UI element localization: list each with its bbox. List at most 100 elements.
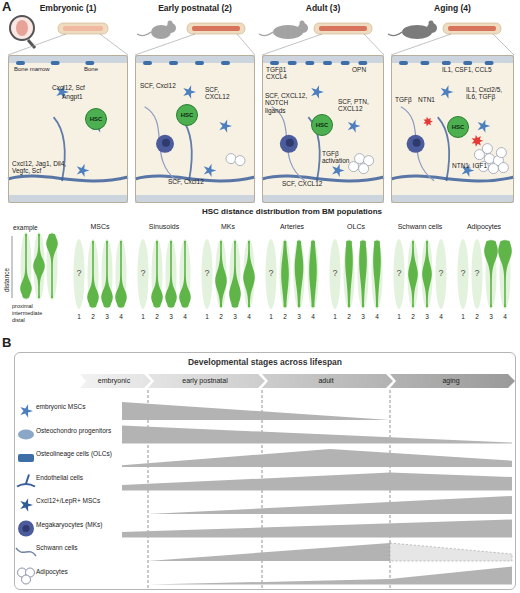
stage-panel: Embryonic (1)HSC <box>8 55 128 203</box>
annotation-text: SCF, Cxcl12 <box>140 82 176 89</box>
annotation-text: SCF, PTN, CXCL12 <box>338 98 382 113</box>
msc-cell <box>441 85 454 98</box>
abundance-shape <box>122 426 512 444</box>
bone-layer <box>262 195 384 203</box>
inflammation-burst <box>472 135 483 147</box>
slot-background <box>422 239 433 309</box>
bone-layer <box>391 195 514 203</box>
msc-cell <box>204 164 217 177</box>
slot-background <box>47 232 58 300</box>
abundance-shape <box>122 520 512 538</box>
marrow-area <box>262 55 384 203</box>
specimen-icon <box>8 16 128 55</box>
annotation-text: SCF, CXCL12 <box>282 180 322 187</box>
annotation-text: 3 <box>361 313 365 320</box>
msc-cell <box>219 119 232 132</box>
annotation-text: Cxcl12, Scf <box>52 84 85 91</box>
annotation-text: SCF, CXCL12, NOTCH ligands <box>265 92 309 114</box>
bone-marrow-illustration <box>391 55 514 203</box>
msc-cell <box>20 498 33 511</box>
annotation-text: HSC distance distribution from BM popula… <box>202 208 382 217</box>
zoom-lines <box>391 34 514 55</box>
annotation-text: 2 <box>155 313 159 320</box>
annotation-text: TGFβ activation <box>322 150 364 165</box>
magnifier <box>10 16 34 40</box>
bone-icon <box>187 23 245 34</box>
panel-heading: Adult (3) <box>255 3 391 13</box>
zoom-lines <box>135 34 255 55</box>
annotation-text: 3 <box>425 313 429 320</box>
example-distribution <box>33 234 45 298</box>
annotation-text: SCF, Cxcl12 <box>168 178 204 185</box>
abundance-shape <box>148 567 512 585</box>
annotation-text: 2 <box>411 313 415 320</box>
osteoblast <box>358 61 367 65</box>
annotation-text: 1 <box>205 313 209 320</box>
abundance-shape <box>148 496 512 514</box>
annotation-text: Endothelial cells <box>36 474 120 481</box>
annotation-text: 1 <box>397 313 401 320</box>
hsc-circle: HSC <box>311 114 333 136</box>
adipocyte <box>496 148 506 158</box>
osteoblast <box>16 61 25 65</box>
annotation-text: 1 <box>141 313 145 320</box>
bone-layer <box>8 195 128 203</box>
panel-heading: Aging (4) <box>384 3 520 13</box>
annotation-text: Cxcl12+/LepR+ MSCs <box>36 497 120 504</box>
annotation-text: ? <box>268 268 273 278</box>
abundance-shape <box>122 402 390 420</box>
adipocyte <box>482 144 492 154</box>
annotation-text: distance <box>3 268 10 292</box>
annotation-text: Osteolineage cells (OLCs) <box>36 450 120 457</box>
osteoblast <box>305 61 314 65</box>
annotation-text: SCF, CXCL12 <box>205 86 245 101</box>
slot-background <box>102 239 113 309</box>
slot-background <box>308 239 319 309</box>
progenitor-icon <box>18 430 34 440</box>
annotation-text: ? <box>438 268 443 278</box>
slot-background <box>180 239 191 309</box>
annotation-text: 3 <box>297 313 301 320</box>
slot-background <box>436 239 447 309</box>
slot-background <box>266 239 277 309</box>
annotation-text: 3 <box>169 313 173 320</box>
annotation-text: 4 <box>375 313 379 320</box>
slot-background <box>458 239 469 309</box>
specimen-icon <box>259 21 384 56</box>
annotation-text: Adipocytes <box>36 568 120 575</box>
distance-distributions <box>12 232 512 309</box>
annotation-text: 2 <box>91 313 95 320</box>
annotation-text: 4 <box>183 313 187 320</box>
annotation-text: embryonic <box>98 377 130 385</box>
osteoblast <box>270 61 279 65</box>
osteoblast <box>399 61 408 65</box>
hsc-distance-distribution <box>115 241 127 308</box>
annotation-text: distal <box>12 317 25 323</box>
megakaryocyte-nucleus <box>162 139 170 147</box>
marrow-icon <box>448 26 496 31</box>
annotation-text: early postnatal <box>182 377 228 385</box>
megakaryocyte-nucleus <box>413 139 421 147</box>
adipocyte <box>349 162 359 172</box>
msc-cell <box>348 119 361 132</box>
annotation-text: TGFβ <box>395 96 412 103</box>
msc-cell <box>77 164 90 177</box>
marrow-area <box>135 55 255 203</box>
annotation-text: 3 <box>233 313 237 320</box>
hsc-distance-distribution <box>243 241 255 307</box>
hsc-distance-distribution <box>309 241 317 308</box>
mouse-tail <box>137 32 151 36</box>
zoom-lines <box>262 34 384 55</box>
embryo <box>16 20 28 36</box>
stage-panel: Aging (4)HSC <box>391 55 514 203</box>
hsc-distance-distribution <box>408 241 418 307</box>
abundance-shape <box>148 543 390 561</box>
marrow-icon <box>63 26 103 31</box>
annotation-text: OPN <box>352 66 366 73</box>
slot-background <box>21 232 32 300</box>
adipocyte <box>226 154 236 164</box>
annotation-text: NTN1, IGF1 <box>452 162 487 169</box>
bone-marrow-illustration <box>262 55 384 203</box>
slot-background <box>344 239 355 309</box>
annotation-text: Bone <box>84 66 98 73</box>
